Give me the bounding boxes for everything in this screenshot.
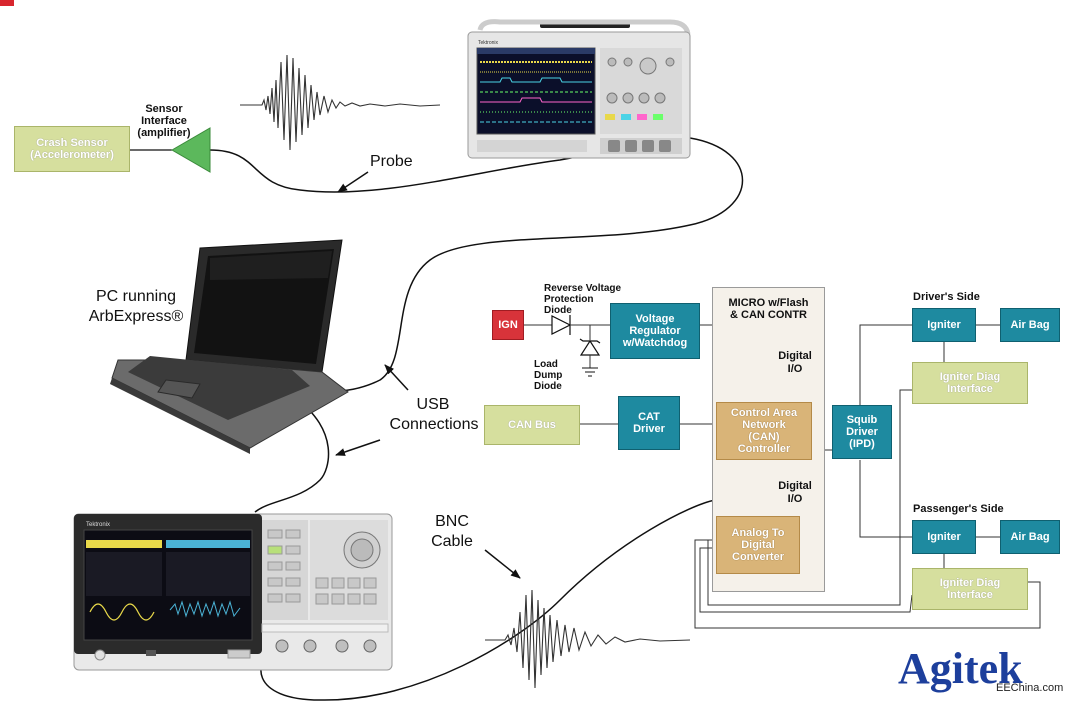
sensor-interface-label: Sensor Interface (amplifier) (137, 103, 191, 139)
agitek-logo: Agitek (898, 644, 1023, 693)
cable-label: Cable (431, 533, 473, 550)
bnc-connector-2 (303, 639, 317, 653)
digital-io-top: Digital (778, 350, 812, 362)
waveform-top (240, 54, 441, 151)
crash-sensor-block: Crash Sensor(Accelerometer) (14, 126, 130, 172)
igniter-top-block: Igniter (912, 308, 976, 342)
afg-power-button (94, 649, 106, 661)
usb-label: USB (416, 396, 450, 413)
load-dump-diode (579, 339, 601, 356)
oscilloscope: Tektronix (467, 19, 691, 159)
igniter-bottom-block: Igniter (912, 520, 976, 554)
io-top: I/O (787, 363, 803, 375)
afg-brand: Tektronix (86, 522, 110, 528)
probe-label: Probe (370, 153, 413, 170)
waveform-bottom (485, 589, 691, 689)
connections-label: Connections (389, 416, 479, 433)
dump-label: Dump (534, 370, 563, 381)
protection-label: Protection (544, 294, 594, 305)
scope-brand: Tektronix (478, 40, 499, 46)
laptop (110, 239, 349, 454)
io-bottom: I/O (787, 493, 803, 505)
probe-arrow (337, 171, 369, 193)
scope-screen (476, 47, 596, 135)
drivers-side-label: Driver's Side (913, 291, 980, 303)
corner-mark (0, 0, 14, 6)
arbexpress-label: ArbExpress® (88, 308, 184, 325)
bnc-arrow (484, 549, 521, 579)
passengers-side-label: Passenger's Side (913, 503, 1004, 515)
can-bus-block: CAN Bus (484, 405, 580, 445)
diode2-label: Diode (534, 381, 562, 392)
pc-running-label: PC running (95, 288, 177, 305)
bnc-cable (260, 499, 716, 701)
micro-title-2: & CAN CONTR (730, 309, 807, 321)
watermark-text: EEChina.com (996, 682, 1064, 694)
function-generator: Tektronix (73, 513, 393, 671)
usb-arrow-up (384, 364, 409, 391)
amplifier-triangle (171, 127, 211, 173)
bnc-connector-1 (275, 639, 289, 653)
ign-block: IGN (492, 310, 524, 340)
bnc-label: BNC (435, 513, 469, 530)
ecu-wiring (524, 315, 1041, 629)
laptop-keyboard (128, 356, 310, 420)
micro-title-1: MICRO w/Flash (728, 297, 809, 309)
usb-arrow-down (335, 439, 381, 456)
protection-diode (551, 315, 572, 335)
load-label: Load (534, 359, 558, 370)
airbag-bottom-block: Air Bag (1000, 520, 1060, 554)
usb-cable-scope (311, 137, 744, 392)
laptop-touchpad (157, 379, 201, 399)
usb-cable-afg (254, 397, 330, 513)
digital-io-bottom: Digital (778, 480, 812, 492)
airbag-top-block: Air Bag (1000, 308, 1060, 342)
diode-label: Diode (544, 305, 572, 316)
bnc-connector-3 (335, 639, 349, 653)
reverse-voltage-label: Reverse Voltage (544, 283, 622, 294)
bnc-connector-4 (363, 639, 377, 653)
